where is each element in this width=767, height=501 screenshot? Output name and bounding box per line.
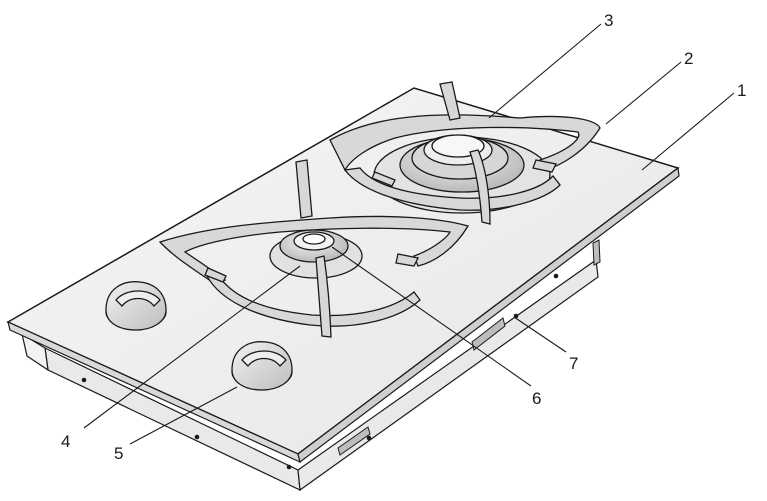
front-pan-support [158,159,469,338]
callout-4: 4 [61,432,70,451]
leader-2 [605,61,682,125]
leader-7 [513,316,567,353]
leader-1 [641,92,735,171]
callout-leader-lines [83,23,735,445]
housing-screws [81,273,559,470]
callout-1: 1 [737,81,746,100]
leader-4 [83,265,301,429]
callout-7: 7 [569,354,578,373]
callout-numbers: 1 2 3 4 5 6 7 [61,11,746,463]
front-burner [269,229,363,279]
rear-burner [373,134,551,214]
leader-5 [129,386,238,445]
rear-pan-support [329,81,601,225]
leader-3 [488,23,602,119]
callout-3: 3 [604,11,613,30]
housing-clips [337,239,601,456]
front-burner-knob [105,281,167,331]
leader-6 [331,246,532,387]
rear-burner-knob [231,341,293,391]
callout-6: 6 [532,389,541,408]
callout-2: 2 [684,49,693,68]
callout-5: 5 [114,444,123,463]
